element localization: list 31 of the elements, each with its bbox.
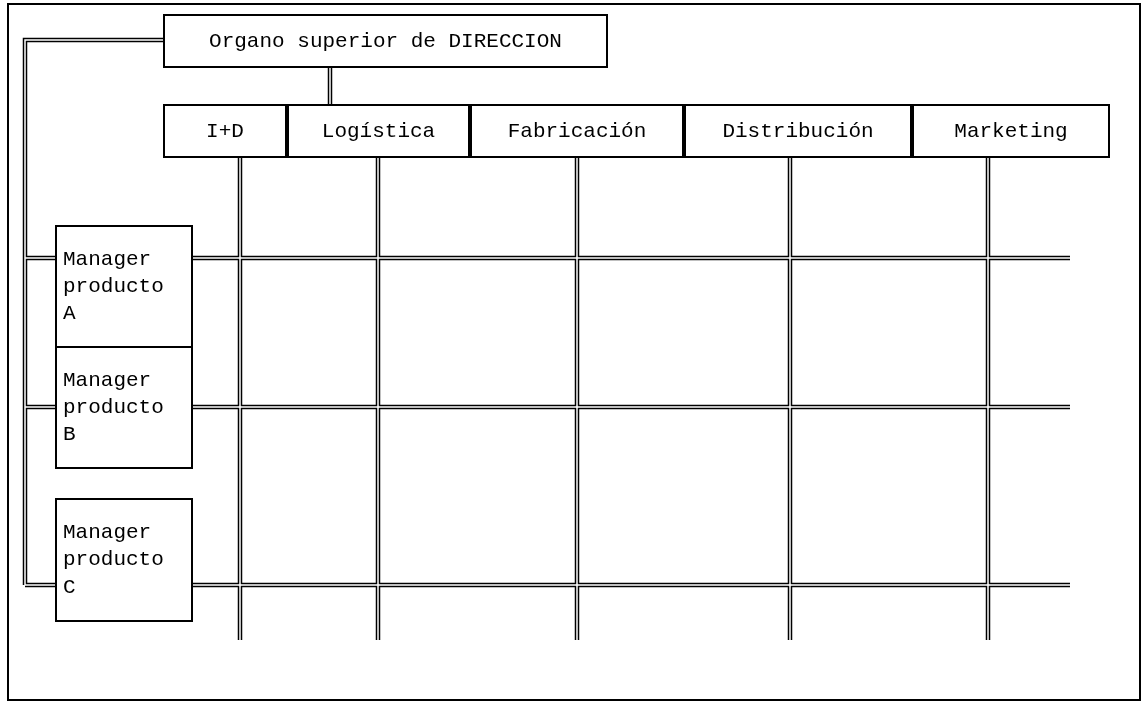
connector-line [985, 158, 991, 640]
connector-line [574, 158, 580, 640]
department-box [470, 104, 684, 158]
department-label: Distribución [722, 119, 874, 143]
management-box [163, 14, 608, 68]
department-box [684, 104, 912, 158]
manager-label: Manager producto A [63, 246, 165, 328]
connector-line [22, 37, 163, 585]
connector-line [375, 158, 381, 640]
department-box [163, 104, 287, 158]
management-label: Organo superior de DIRECCION [209, 29, 562, 53]
department-label: Fabricación [507, 119, 647, 143]
manager-box [55, 498, 193, 622]
connector-line [787, 158, 793, 640]
manager-box [55, 225, 193, 348]
connector-line [193, 255, 1070, 261]
department-box [287, 104, 470, 158]
department-box [912, 104, 1110, 158]
connector-line [237, 158, 243, 640]
manager-label: Manager producto B [63, 367, 165, 449]
manager-box [55, 346, 193, 469]
department-label: I+D [206, 119, 244, 143]
connector-line [193, 404, 1070, 410]
department-label: Marketing [954, 119, 1068, 143]
connector-line [193, 582, 1070, 588]
connector-line [327, 68, 333, 104]
connector-line [25, 255, 55, 261]
department-label: Logística [321, 119, 436, 143]
connector-line [25, 582, 55, 588]
manager-label: Manager producto C [63, 520, 165, 601]
connector-line [25, 404, 55, 410]
